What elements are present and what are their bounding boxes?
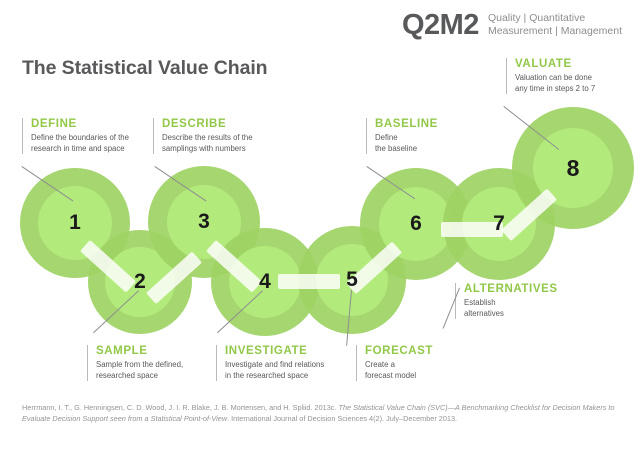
brand-tagline-line1: Quality | Quantitative (487, 12, 586, 24)
connector-6-7 (441, 222, 503, 237)
brand-tagline: Quality | Quantitative Measurement | Man… (488, 8, 622, 38)
connector-4-5 (278, 274, 340, 289)
step-number: 4 (259, 270, 271, 293)
step-label-desc: Create a forecast model (365, 360, 417, 380)
citation: Herrmann, I. T., G. Henningsen, C. D. Wo… (22, 402, 618, 424)
step-label-desc: Define the baseline (375, 133, 418, 153)
brand-mark: Q2M2 (401, 9, 479, 41)
step-label-title: ALTERNATIVES (464, 283, 558, 295)
step-label-title: DESCRIBE (162, 118, 227, 130)
step-label-1: DEFINE Define the boundaries of the rese… (22, 118, 151, 154)
step-label-8: VALUATE Valuation can be done any time i… (506, 58, 636, 94)
step-number: 2 (134, 270, 146, 293)
citation-part2: . International Journal of Decision Scie… (227, 414, 458, 423)
step-label-title: FORECAST (365, 345, 434, 357)
step-label-7: ALTERNATIVES Establish alternatives (455, 283, 588, 319)
step-label-title: DEFINE (31, 118, 77, 130)
step-label-desc: Investigate and find relations in the re… (225, 360, 325, 380)
brand-tagline-line2: Measurement | Management (487, 25, 622, 37)
step-number: 6 (410, 212, 422, 235)
step-label-title: SAMPLE (96, 345, 148, 357)
step-label-desc: Valuation can be done any time in steps … (515, 73, 596, 93)
step-label-desc: Establish alternatives (464, 298, 504, 318)
citation-title-italic: The Statistical Value Chain (SVC)—A Benc… (22, 403, 615, 423)
step-label-desc: Describe the results of the samplings wi… (162, 133, 253, 153)
step-label-4: INVESTIGATE Investigate and find relatio… (216, 345, 355, 381)
brand-logo: Q2M2 Quality | Quantitative Measurement … (402, 8, 622, 40)
step-number: 1 (69, 211, 81, 234)
step-number: 3 (198, 210, 210, 233)
step-label-2: SAMPLE Sample from the defined, research… (87, 345, 218, 381)
step-label-desc: Sample from the defined, researched spac… (96, 360, 184, 380)
step-number: 5 (346, 268, 358, 291)
step-label-desc: Define the boundaries of the research in… (31, 133, 129, 153)
step-label-title: BASELINE (375, 118, 438, 130)
step-label-title: VALUATE (515, 58, 572, 70)
step-label-title: INVESTIGATE (225, 345, 308, 357)
step-label-3: DESCRIBE Describe the results of the sam… (153, 118, 284, 154)
step-number: 7 (493, 212, 505, 235)
step-number: 8 (566, 154, 580, 181)
step-label-6: BASELINE Define the baseline (366, 118, 495, 154)
page-title: The Statistical Value Chain (22, 57, 268, 79)
citation-part1: Herrmann, I. T., G. Henningsen, C. D. Wo… (22, 403, 339, 412)
step-label-5: FORECAST Create a forecast model (356, 345, 485, 381)
